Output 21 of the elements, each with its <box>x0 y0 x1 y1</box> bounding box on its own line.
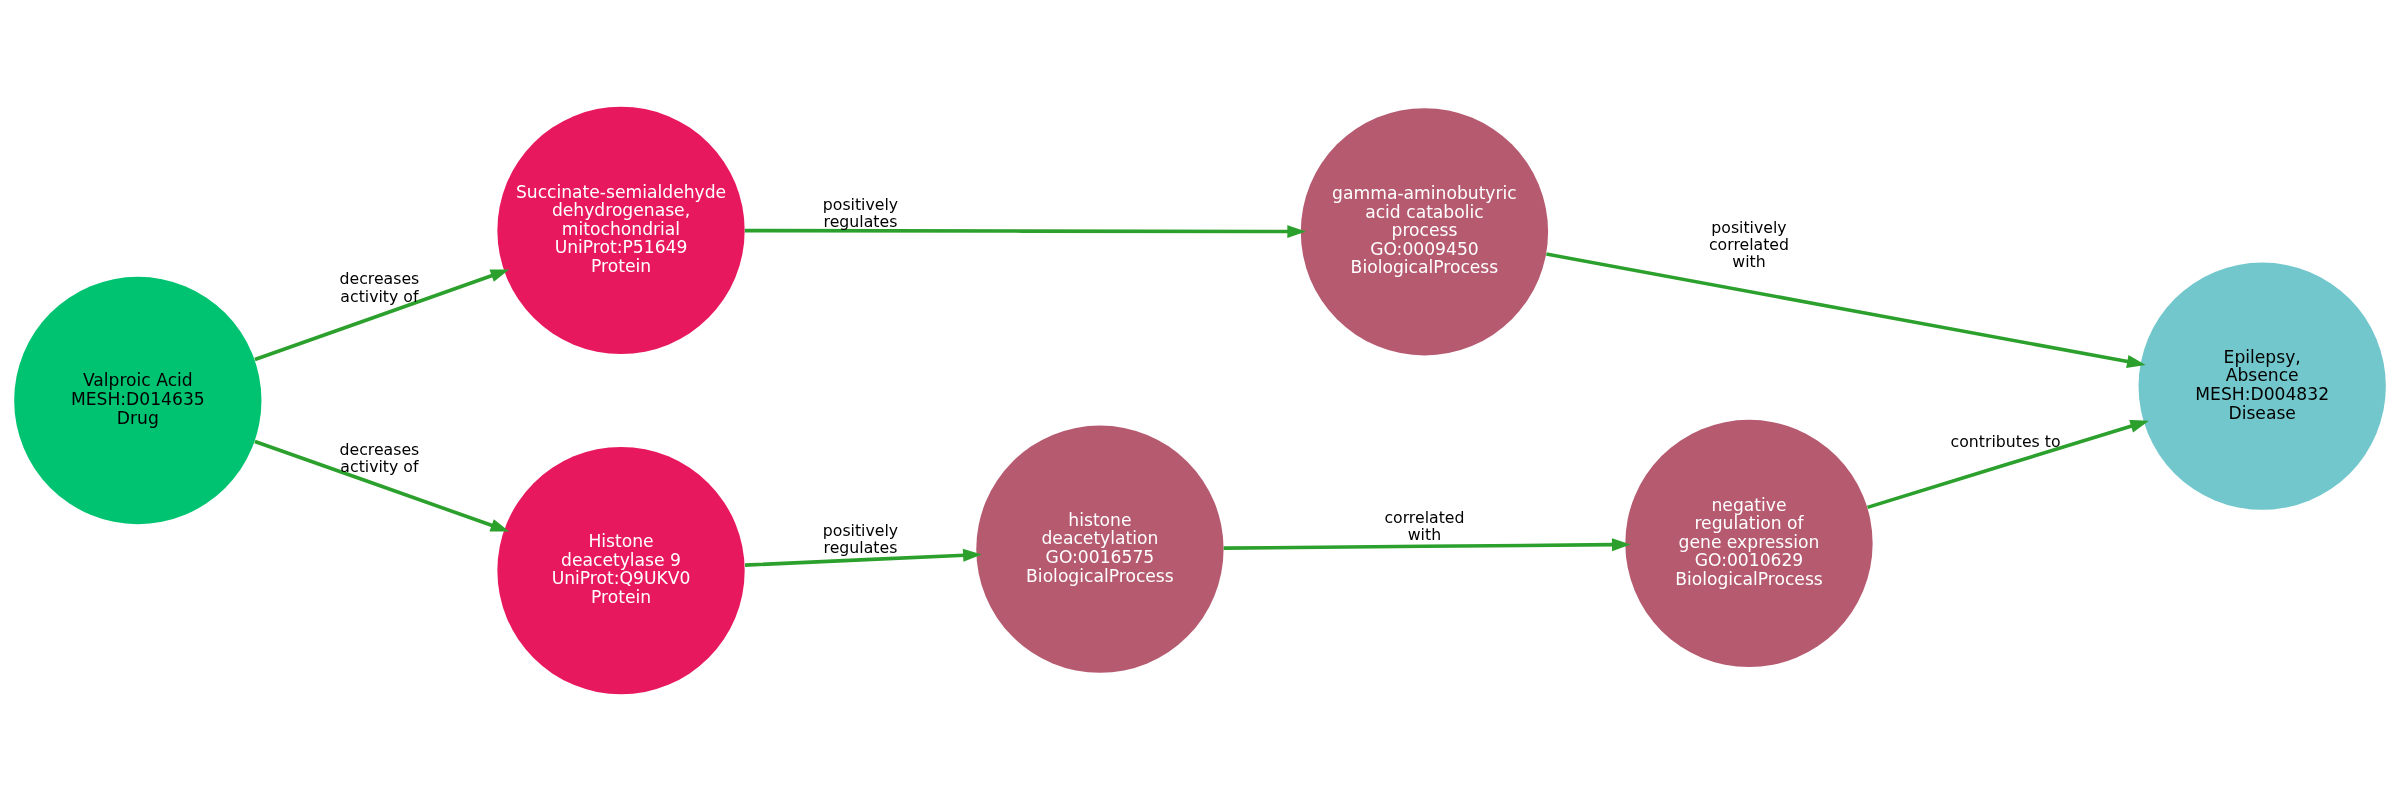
node-circle: Histone deacetylase 9 UniProt:Q9UKV0 Protein <box>497 446 745 694</box>
arrow <box>1866 419 2149 509</box>
edge-label: positively regulates <box>822 520 899 557</box>
node-circle: gamma-aminobutyric acid catabolic process GO:0009450 BiologicalProcess <box>1300 107 1549 355</box>
edge-label: positively regulates <box>822 194 899 231</box>
node-circle: negative regulation of gene expression GO:0010629 BiologicalProcess <box>1625 419 1873 667</box>
node-circle: histone deacetylation GO:0016575 BiologicalProcess <box>976 425 1224 673</box>
node-circle: Valproic Acid MESH:D014635 Drug <box>14 276 262 524</box>
node-circle: Succinate-semialdehyde dehydrogenase, mitochondrial UniProt:P51649 Protein <box>497 106 745 354</box>
edge-label: decreases activity of <box>339 439 420 476</box>
arrow <box>1546 251 2146 368</box>
edge-label: correlated with <box>1384 507 1465 544</box>
edge-label: positively correlated with <box>1708 217 1789 271</box>
arrow <box>254 439 510 532</box>
edge-label: decreases activity of <box>339 268 420 306</box>
arrow <box>1223 537 1631 551</box>
arrow <box>744 548 982 567</box>
arrow <box>254 268 510 361</box>
node-circle: Epilepsy, Absence MESH:D004832 Disease <box>2138 262 2386 510</box>
arrow <box>744 224 1306 238</box>
edge-label: contributes to <box>1950 431 2061 451</box>
